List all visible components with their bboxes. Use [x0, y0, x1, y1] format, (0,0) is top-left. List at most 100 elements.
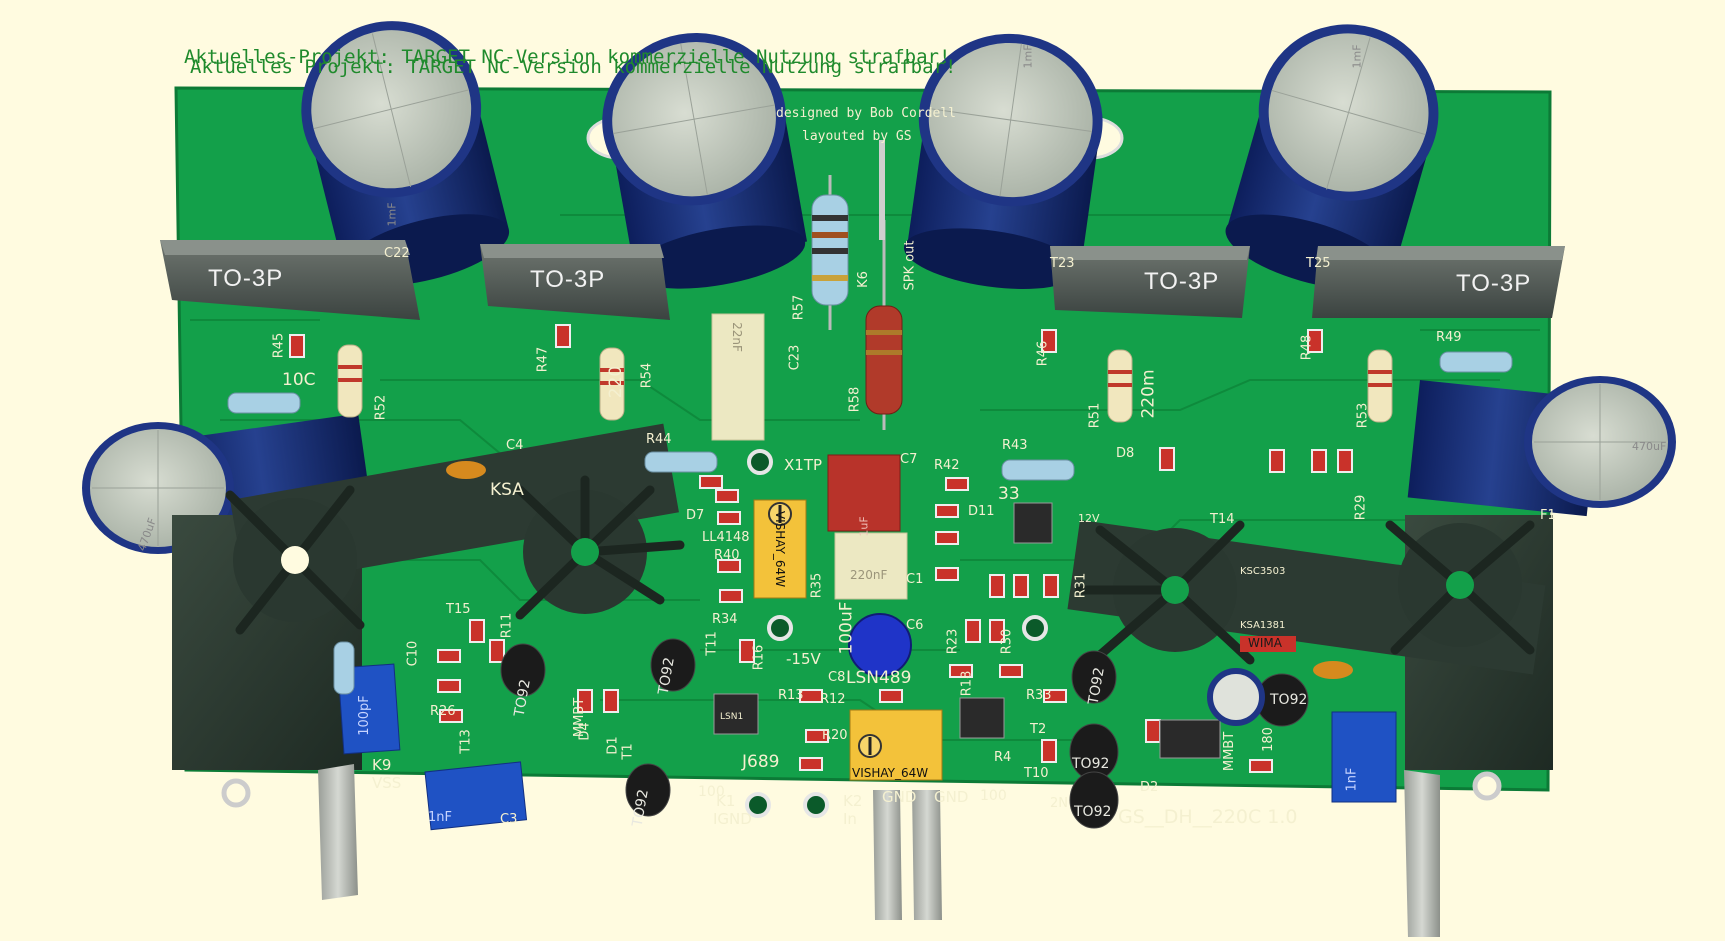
- refdes-t11: T11: [704, 631, 720, 656]
- refdes-t2: T2: [1030, 722, 1047, 737]
- refdes-r16: R16: [751, 644, 767, 671]
- ic-right: [959, 697, 1005, 739]
- side-capacitor-right: [1407, 376, 1676, 517]
- refdes-r4: R4: [994, 750, 1012, 765]
- film-capacitor-c1: [834, 532, 908, 600]
- in-label: In: [843, 810, 857, 828]
- refdes-r44: R44: [646, 432, 672, 447]
- value-100-b: 100: [980, 788, 1007, 804]
- refdes-t25: T25: [1306, 256, 1331, 271]
- package-label-2: TO-3P: [530, 266, 606, 293]
- refdes-r58: R58: [847, 386, 863, 413]
- part-ll4148: LL4148: [702, 530, 750, 545]
- blue-cap-c3: [424, 761, 528, 831]
- blue-cap-c10-value: 100pF: [356, 695, 372, 736]
- refdes-t10: T10: [1024, 766, 1049, 781]
- refdes-r30: R30: [999, 628, 1015, 655]
- to3p-package-3: [1050, 246, 1250, 318]
- refdes-r26: R26: [430, 704, 456, 719]
- refdes-r13: R13: [778, 688, 804, 703]
- refdes-r31: R31: [1073, 572, 1089, 599]
- main-capacitor-3: [903, 33, 1103, 289]
- refdes-r52: R52: [373, 394, 389, 421]
- package-label-1: TO-3P: [208, 265, 284, 292]
- refdes-r33: R33: [1026, 688, 1052, 703]
- refdes-r35: R35: [809, 572, 825, 599]
- refdes-r51: R51: [1087, 402, 1103, 429]
- refdes-c22: C22: [384, 246, 410, 261]
- smd-cap-wima: [1240, 636, 1296, 652]
- cap-label-main-1: 1mF: [385, 202, 399, 227]
- refdes-d11: D11: [968, 504, 995, 519]
- ic-left: [713, 693, 759, 735]
- refdes-r54: R54: [639, 362, 655, 389]
- value-10c: 10C: [282, 370, 316, 390]
- resistor-r58: [865, 220, 903, 430]
- refdes-r20: R20: [822, 728, 848, 743]
- vss-label: VSS: [372, 774, 402, 792]
- electrolytic-value: 100uF: [836, 601, 857, 655]
- blue-cap-c3-value: 1nF: [428, 810, 452, 825]
- blue-cap-c2: [1331, 711, 1397, 803]
- x1tp-label: X1TP: [784, 456, 823, 474]
- film-cap-c23-value: 22nF: [729, 322, 744, 352]
- cap-label-side-right: 470uF: [1632, 440, 1667, 453]
- refdes-r23: R23: [945, 628, 961, 655]
- smd-resistors: [289, 324, 1353, 773]
- refdes-c6: C6: [906, 618, 924, 633]
- refdes-d2: D2: [1140, 780, 1159, 795]
- red-capacitor-c7: [827, 454, 901, 532]
- cap-label-main-3: 1mF: [1021, 44, 1035, 69]
- value-12v: 12V: [1078, 512, 1100, 525]
- blue-cap-c2-value: 1nF: [1344, 767, 1360, 792]
- package-label-4: TO-3P: [1456, 270, 1532, 297]
- refdes-r45: R45: [271, 332, 287, 359]
- banner-text-1: Aktuelles-Projekt: TARGET NC-Version kom…: [184, 46, 951, 68]
- main-capacitor-1: [301, 21, 510, 286]
- part-to92-4: TO92: [1072, 756, 1110, 772]
- to3p-package-4: [1312, 246, 1565, 318]
- ic-center: [1013, 502, 1053, 544]
- refdes-r42: R42: [934, 458, 960, 473]
- refdes-r53: R53: [1355, 402, 1371, 429]
- refdes-t13: T13: [458, 729, 474, 754]
- small-electrolytic-c6: [848, 613, 912, 677]
- refdes-r49: R49: [1436, 330, 1462, 345]
- refdes-c10: C10: [405, 640, 421, 667]
- part-to92-6: TO92: [1270, 692, 1308, 708]
- refdes-r11: R11: [499, 612, 515, 639]
- refdes-d1: D1: [605, 736, 621, 755]
- film-capacitor-c23: [711, 313, 765, 441]
- refdes-r48: R48: [1299, 334, 1315, 361]
- value-mmbt-left: MMBT: [572, 697, 588, 738]
- value-j689: J689: [742, 752, 780, 772]
- value-180: 180: [1260, 727, 1276, 752]
- main-capacitor-4: [1225, 24, 1439, 290]
- minus-15v-label: -15V: [786, 650, 821, 668]
- refdes-f1: F1: [1540, 508, 1556, 523]
- layout-credit: layouted by GS: [802, 129, 912, 144]
- connector-tabs: [318, 764, 1440, 938]
- spk-out-label: SPK out: [902, 240, 918, 291]
- refdes-c7: C7: [900, 452, 918, 467]
- refdes-t23: T23: [1050, 256, 1075, 271]
- lsn-marking: LSN1: [720, 712, 744, 722]
- refdes-r18: R18: [959, 670, 975, 697]
- refdes-r46: R46: [1035, 340, 1051, 367]
- value-100-a: 100: [698, 784, 725, 800]
- refdes-t1: T1: [620, 743, 636, 760]
- to3p-package-1: [160, 240, 420, 320]
- cap-label-main-4: 1mF: [1350, 44, 1364, 69]
- value-2n: 2N: [1050, 796, 1068, 811]
- small-electrolytic-right: [1207, 668, 1265, 726]
- resistor-r57: [811, 175, 849, 330]
- refdes-d7: D7: [686, 508, 705, 523]
- trimmer-bottom: [849, 709, 943, 781]
- value-220: 220: [606, 365, 627, 399]
- k2-label: K2: [843, 792, 863, 810]
- refdes-r34: R34: [712, 612, 738, 627]
- to3p-package-2: [480, 244, 670, 320]
- value-ksa: KSA: [490, 480, 524, 500]
- banner-text-2: Aktuelles Projekt: TARGET NC-Version kom…: [190, 56, 957, 78]
